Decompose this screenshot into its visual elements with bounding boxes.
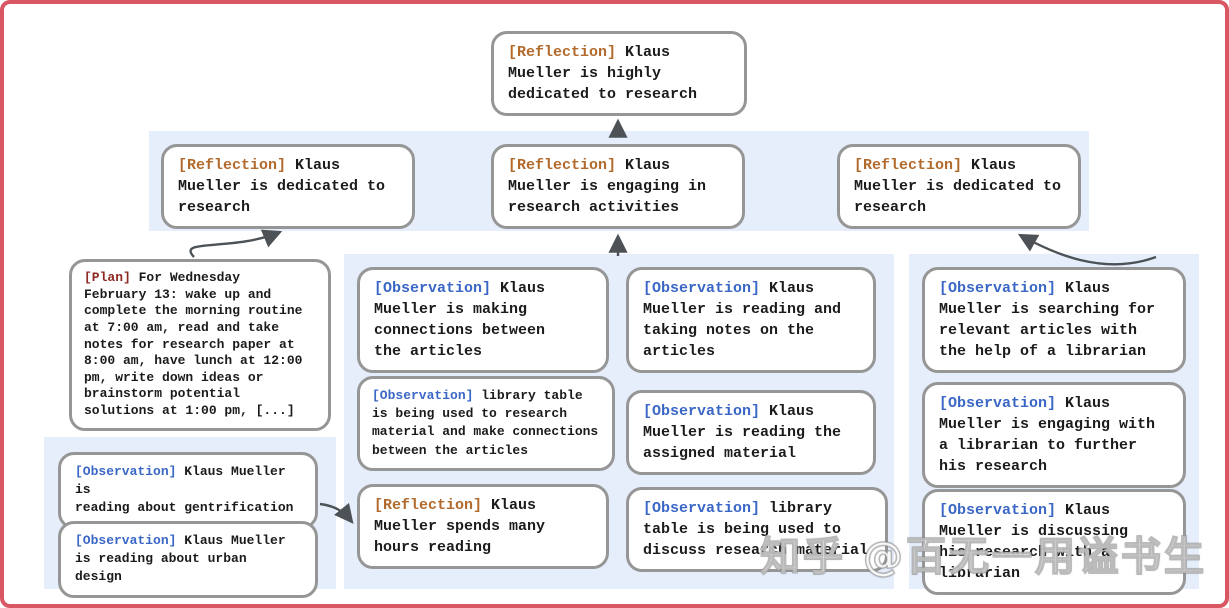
observation-tag: [Observation] [643, 500, 761, 517]
observation-tag: [Observation] [939, 395, 1057, 412]
node-observation-library-table-discuss: [Observation] library table is being use… [626, 487, 888, 572]
reflection-tag: [Reflection] [508, 157, 617, 174]
node-text: Klaus Mueller is reading about urban des… [75, 533, 286, 585]
node-observation-discussing-research: [Observation] Klaus Mueller is discussin… [922, 489, 1186, 595]
node-observation-engaging-librarian: [Observation] Klaus Mueller is engaging … [922, 382, 1186, 488]
node-text: Klaus Mueller spends many hours reading [374, 497, 546, 556]
node-text: Klaus Mueller is reading the assigned ma… [643, 403, 842, 462]
node-reflection-right: [Reflection] Klaus Mueller is dedicated … [837, 144, 1081, 229]
observation-tag: [Observation] [75, 533, 177, 548]
observation-tag: [Observation] [939, 280, 1057, 297]
node-reflection-middle: [Reflection] Klaus Mueller is engaging i… [491, 144, 745, 229]
node-reflection-hours-reading: [Reflection] Klaus Mueller spends many h… [357, 484, 609, 569]
node-observation-urban-design: [Observation] Klaus Mueller is reading a… [58, 521, 318, 598]
reflection-tag: [Reflection] [508, 44, 617, 61]
reflection-tag: [Reflection] [374, 497, 483, 514]
node-text: Klaus Mueller is reading and taking note… [643, 280, 842, 360]
plan-tag: [Plan] [84, 270, 131, 285]
node-observation-searching-articles: [Observation] Klaus Mueller is searching… [922, 267, 1186, 373]
observation-tag: [Observation] [643, 280, 761, 297]
node-text: For Wednesday February 13: wake up and c… [84, 270, 303, 418]
node-text: Klaus Mueller is engaging with a librari… [939, 395, 1156, 475]
observation-tag: [Observation] [374, 280, 492, 297]
node-text: Klaus Mueller is reading about gentrific… [75, 464, 294, 516]
node-observation-making-connections: [Observation] Klaus Mueller is making co… [357, 267, 609, 373]
node-text: Klaus Mueller is dedicated to research [178, 157, 386, 216]
node-text: Klaus Mueller is discussing his research… [939, 502, 1129, 582]
node-reflection-left: [Reflection] Klaus Mueller is dedicated … [161, 144, 415, 229]
observation-tag: [Observation] [372, 388, 474, 403]
node-observation-assigned-material: [Observation] Klaus Mueller is reading t… [626, 390, 876, 475]
node-plan: [Plan] For Wednesday February 13: wake u… [69, 259, 331, 431]
arrow-plan-to-left-reflection [189, 229, 283, 258]
node-text: library table is being used to research … [372, 388, 599, 458]
observation-tag: [Observation] [75, 464, 177, 479]
node-root-reflection: [Reflection] Klaus Mueller is highly ded… [491, 31, 747, 116]
node-observation-library-table-research: [Observation] library table is being use… [357, 376, 615, 471]
node-text: Klaus Mueller is dedicated to research [854, 157, 1062, 216]
node-observation-taking-notes: [Observation] Klaus Mueller is reading a… [626, 267, 876, 373]
reflection-tag: [Reflection] [178, 157, 287, 174]
observation-tag: [Observation] [643, 403, 761, 420]
node-text: Klaus Mueller is making connections betw… [374, 280, 546, 360]
reflection-tag: [Reflection] [854, 157, 963, 174]
node-text: Klaus Mueller is engaging in research ac… [508, 157, 707, 216]
node-text: Klaus Mueller is highly dedicated to res… [508, 44, 698, 103]
node-text: Klaus Mueller is searching for relevant … [939, 280, 1156, 360]
node-text: library table is being used to discuss r… [643, 500, 869, 559]
node-observation-gentrification: [Observation] Klaus Mueller is reading a… [58, 452, 318, 529]
observation-tag: [Observation] [939, 502, 1057, 519]
